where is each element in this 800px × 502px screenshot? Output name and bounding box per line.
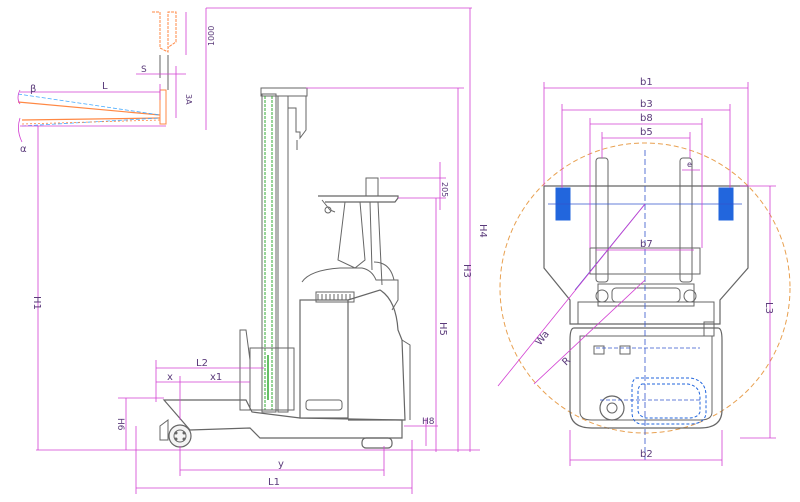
label-L: L <box>102 81 108 92</box>
label-x1: x1 <box>210 372 222 383</box>
chassis-outline <box>543 157 749 429</box>
label-H8: H8 <box>422 417 435 427</box>
label-Wa: Wa <box>534 329 552 348</box>
truck-body <box>159 177 411 449</box>
label-b2: b2 <box>640 449 653 460</box>
side-labels: β α L S 1000 3A H1 H4 H3 H5 205 H8 H6 L2… <box>20 26 488 488</box>
side-view: β α L S 1000 3A H1 H4 H3 H5 205 H8 H6 L2… <box>17 7 488 494</box>
label-3A: 3A <box>184 94 193 105</box>
vent-grille <box>317 294 351 300</box>
label-1000: 1000 <box>207 26 216 46</box>
label-L2: L2 <box>196 358 208 369</box>
label-205: 205 <box>440 182 449 197</box>
label-y: y <box>278 459 284 470</box>
label-alpha: α <box>20 144 27 155</box>
label-beta: β <box>30 84 36 95</box>
label-b1: b1 <box>640 77 653 88</box>
label-H6: H6 <box>115 418 125 431</box>
label-H5: H5 <box>437 322 448 336</box>
label-H3: H3 <box>461 264 472 278</box>
label-e: e <box>687 160 692 169</box>
label-b8: b8 <box>640 113 653 124</box>
label-b7: b7 <box>640 239 653 250</box>
label-S: S <box>141 65 147 75</box>
fork-tilt-detail <box>17 11 177 143</box>
label-L1: L1 <box>268 477 280 488</box>
side-dimensions <box>20 7 480 494</box>
top-dimensions <box>497 82 776 466</box>
label-R: R <box>560 355 573 368</box>
label-L3: L3 <box>763 302 774 314</box>
mast <box>239 87 308 413</box>
label-H1: H1 <box>31 296 42 310</box>
top-labels: b1 b3 b8 b5 e b7 L3 Wa R b2 <box>534 77 774 460</box>
label-x: x <box>167 372 173 383</box>
center-axes <box>548 150 742 460</box>
label-b5: b5 <box>640 127 653 138</box>
label-b3: b3 <box>640 99 653 110</box>
top-view: b1 b3 b8 b5 e b7 L3 Wa R b2 <box>497 77 791 466</box>
label-H4: H4 <box>477 224 488 238</box>
